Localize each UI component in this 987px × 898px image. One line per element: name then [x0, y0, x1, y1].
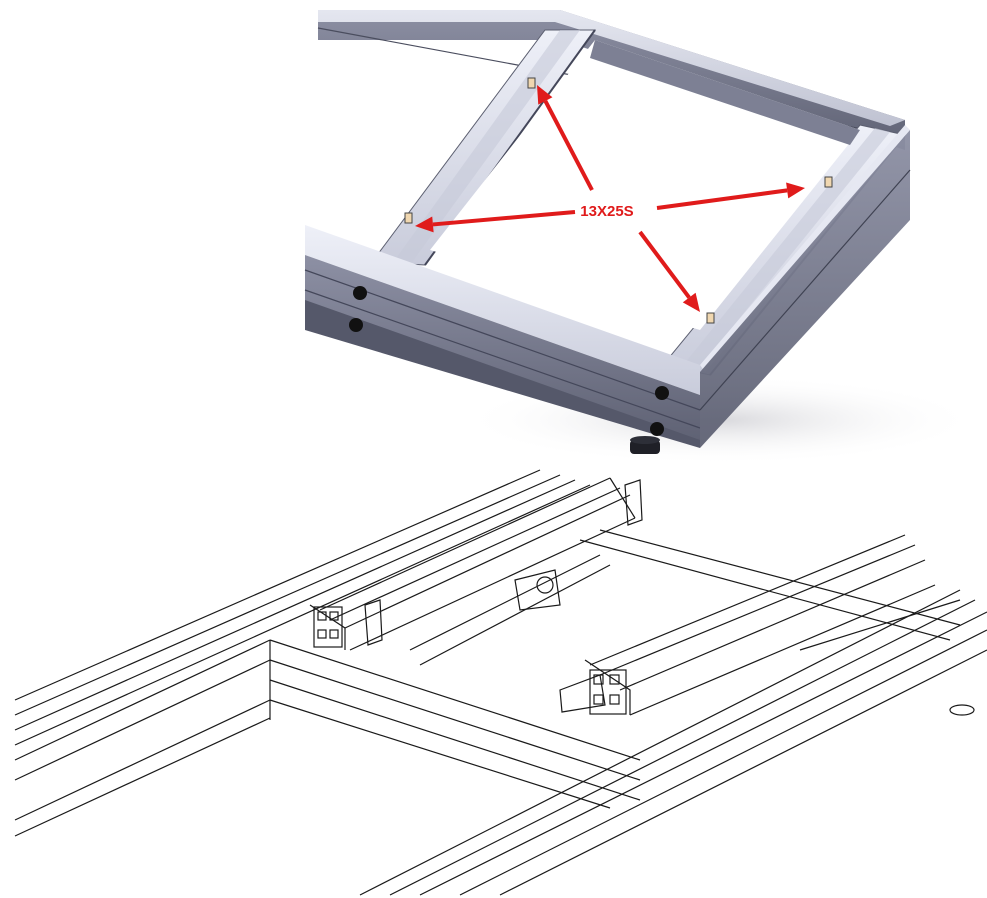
- lower-left-rail: [14, 469, 591, 837]
- corner-bracket: [559, 674, 606, 713]
- center-bolt: [536, 576, 554, 594]
- frame-opening: [430, 40, 860, 330]
- fastener-dot: [655, 386, 669, 400]
- lower-right-rail: [359, 589, 987, 896]
- corner-bracket: [364, 599, 383, 646]
- front-cross-beam: [269, 639, 641, 809]
- callout-label: 13X25S: [580, 203, 633, 220]
- t-nut-mark: [404, 212, 413, 224]
- arrow-to-left-shaft: [432, 210, 576, 227]
- corner-bracket: [624, 479, 643, 526]
- front-beam: [304, 225, 701, 448]
- leveling-foot: [630, 436, 660, 454]
- center-bracket: [514, 569, 561, 611]
- right-end-beam: [699, 125, 911, 448]
- fastener-dot: [349, 318, 363, 332]
- line-art-group: [14, 469, 987, 896]
- upper-right-rail: [584, 534, 936, 716]
- fastener-dot: [650, 422, 664, 436]
- arrow-to-lower-right-shaft: [638, 230, 691, 299]
- leveling-foot-outline: [949, 704, 975, 716]
- arrow-to-right-shaft: [656, 188, 788, 210]
- arrow-to-lower-right-head: [682, 292, 700, 312]
- t-nut-mark: [706, 312, 715, 324]
- upper-left-rail: [309, 477, 636, 651]
- rendered-frame-view: 13X25S: [304, 10, 980, 465]
- t-nut-mark: [527, 77, 536, 89]
- t-nut-mark: [824, 176, 833, 188]
- callout-arrows: [415, 85, 805, 312]
- arrow-to-left-head: [415, 216, 434, 233]
- back-frame: [409, 529, 961, 666]
- inner-back-wall: [590, 40, 860, 145]
- fastener-dot: [353, 286, 367, 300]
- arrow-to-upper-left-head: [537, 85, 553, 105]
- arrow-to-right-head: [786, 182, 805, 199]
- arrow-to-upper-left-shaft: [543, 100, 594, 191]
- profile-end-left: [313, 606, 343, 648]
- profile-end-right: [589, 669, 627, 715]
